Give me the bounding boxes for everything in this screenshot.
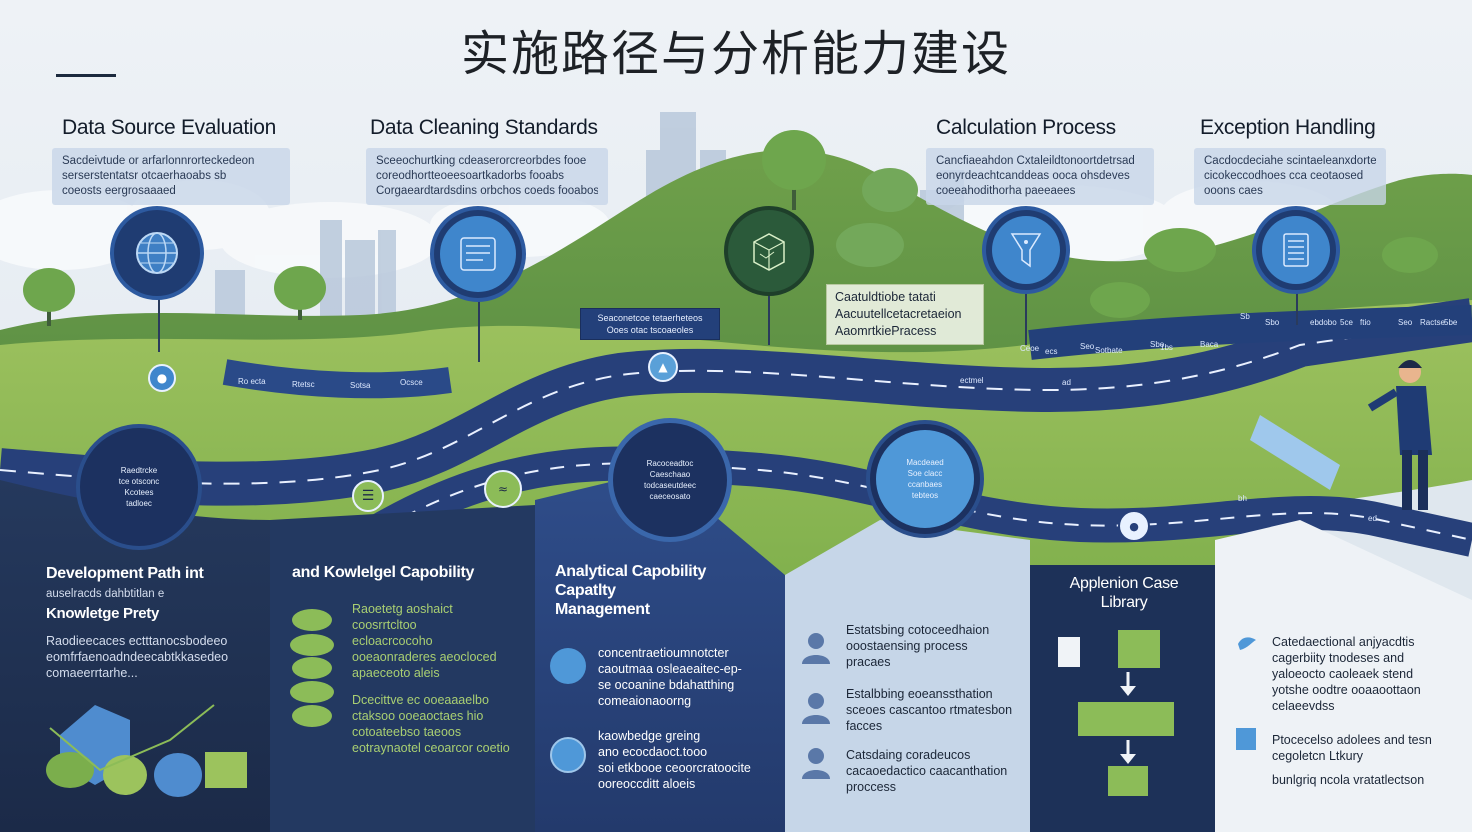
panel-subtitle-development: auselracds dahbtitlan e — [46, 588, 165, 600]
calculation-pin[interactable] — [982, 206, 1070, 294]
road-label: Seo — [1080, 342, 1095, 351]
road-label: Ceoe — [1020, 344, 1040, 353]
exception-pin[interactable] — [1252, 206, 1340, 294]
funnel-icon — [1010, 233, 1042, 268]
pin-line — [158, 292, 160, 352]
library-flow — [1058, 630, 1174, 796]
bullet-icon — [550, 737, 586, 773]
road-label: Sotbate — [1095, 346, 1123, 355]
pin-line — [768, 285, 770, 345]
road-label: Ro ecta — [238, 377, 266, 386]
road-marker[interactable]: ☰ — [352, 480, 384, 512]
list-icon: ☰ — [361, 488, 375, 504]
stage-heading-data-source: Data Source Evaluation — [62, 116, 277, 139]
title-underline — [56, 74, 116, 77]
road-marker[interactable]: ● — [1118, 510, 1150, 542]
gem-cluster — [46, 704, 247, 797]
cleaning-pin[interactable] — [430, 206, 526, 302]
road-label: 5be — [1444, 318, 1458, 327]
road-label: Sbo — [1265, 318, 1280, 327]
bird-icon — [1236, 632, 1258, 654]
user-icon — [800, 690, 832, 726]
coin-stack — [290, 609, 334, 727]
road-label: Seo — [1398, 318, 1413, 327]
road-label: Sotsa — [350, 381, 371, 390]
road-marker[interactable]: ● — [148, 364, 176, 392]
stage-heading-exception: Exception Handling — [1200, 116, 1376, 139]
road-marker[interactable]: ≈ — [484, 470, 522, 508]
summary-item-3: bunlgriq ncola vratatlectson — [1272, 773, 1425, 787]
user-icon — [800, 745, 832, 781]
road-label: ecs — [1045, 347, 1058, 356]
road-label: Rtetsc — [292, 380, 315, 389]
location-icon: ● — [156, 371, 168, 385]
stage-heading-data-cleaning: Data Cleaning Standards — [370, 116, 598, 139]
document-icon — [1236, 728, 1256, 750]
road-label: 5ce — [1340, 318, 1353, 327]
road-label: Sb — [1240, 312, 1250, 321]
stage-heading-calculation: Calculation Process — [936, 116, 1116, 139]
globe-pin[interactable] — [110, 206, 204, 300]
road-label: Sbo — [1150, 340, 1165, 349]
bullet-icon — [550, 648, 586, 684]
server-icon — [1283, 233, 1309, 267]
road-label: Baca — [1200, 340, 1219, 349]
road-label: Ocsce — [400, 378, 423, 387]
location-icon: ▲ — [658, 360, 668, 374]
panel-title-development: Development Path int — [46, 565, 204, 582]
road-label: ftio — [1360, 318, 1371, 327]
map-pin[interactable] — [724, 206, 814, 296]
pin-line — [1025, 285, 1027, 345]
road-label: Ractse — [1420, 318, 1445, 327]
road-marker[interactable]: ▲ — [648, 352, 678, 382]
pin-line — [478, 292, 480, 362]
person-figure — [1367, 360, 1432, 510]
road-label: ectmel — [960, 376, 984, 385]
road-label: ad — [1062, 378, 1071, 387]
panel-title-knowledge: and Kowlelgel Capobility — [292, 564, 475, 581]
panel-subheading-development: Knowletge Prety — [46, 605, 160, 622]
road-label: ebdobo — [1310, 318, 1337, 327]
pin-line — [1296, 285, 1298, 325]
badge-icon: ● — [1129, 519, 1139, 533]
road-label: ed — [1368, 514, 1377, 523]
road-label: bh — [1238, 494, 1247, 503]
document-icon — [460, 237, 496, 271]
page-title: 实施路径与分析能力建设 — [460, 26, 1011, 82]
chart-icon: ≈ — [497, 482, 509, 496]
map-icon — [753, 233, 785, 271]
globe-icon — [136, 232, 178, 274]
road-label: 1bs — [1160, 343, 1173, 352]
trees — [23, 130, 1438, 326]
user-icon — [800, 630, 832, 666]
